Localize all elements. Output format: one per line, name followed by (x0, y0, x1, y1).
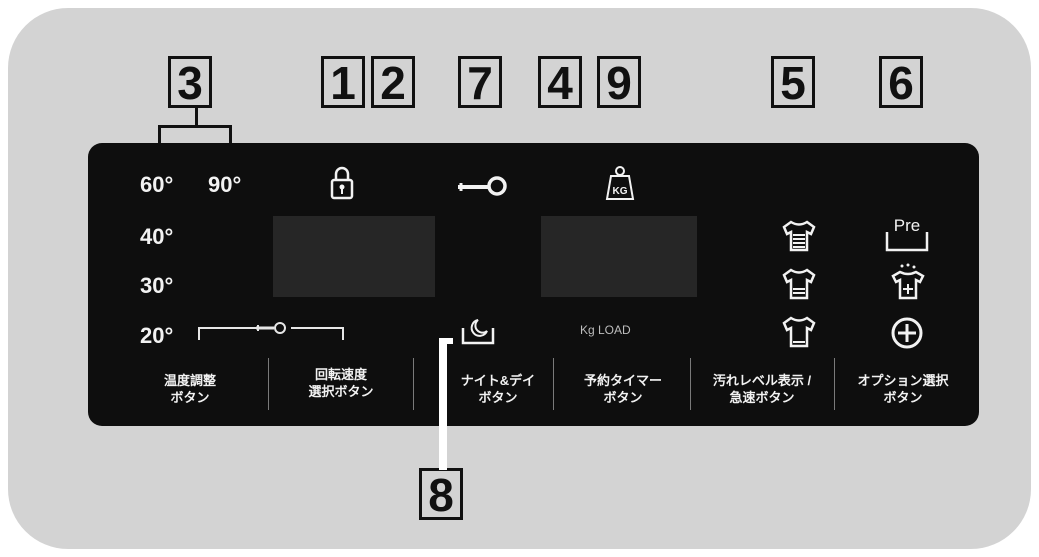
spin-button-line1: 回転速度 (314, 367, 367, 382)
callout-9: 9 (597, 56, 641, 108)
temp-90: 90° (208, 172, 242, 197)
callout-5: 5 (771, 56, 815, 108)
night-day-button-line2: ボタン (478, 390, 518, 405)
moon-basin-icon (461, 319, 495, 345)
kg-badge-text: KG (613, 186, 628, 197)
callout-3-bracket (158, 125, 232, 128)
soil-level-button[interactable]: 汚れレベル表示 / 急速ボタン (694, 372, 830, 406)
separator-2 (413, 358, 414, 410)
prewash-icon: Pre (885, 216, 929, 252)
callout-3-stem (195, 108, 198, 126)
callout-8-leader (439, 338, 447, 470)
night-day-button-line1: ナイト&デイ (460, 373, 536, 388)
separator-5 (834, 358, 835, 410)
separator-3 (553, 358, 554, 410)
option-button-line2: ボタン (883, 390, 923, 405)
callout-1: 1 (321, 56, 365, 108)
timer-button-line2: ボタン (603, 390, 643, 405)
kg-weight-icon: KG (605, 166, 635, 200)
shirt-medium-soil-icon (782, 268, 816, 300)
callout-6: 6 (879, 56, 923, 108)
temp-button[interactable]: 温度調整 ボタン (140, 372, 240, 406)
temp-20: 20° (140, 323, 174, 348)
shirt-light-soil-icon (782, 316, 816, 348)
callout-3: 3 (168, 56, 212, 108)
display-right (541, 216, 697, 297)
timer-button[interactable]: 予約タイマー ボタン (566, 372, 680, 406)
soil-level-button-line1: 汚れレベル表示 / (712, 373, 812, 388)
separator-1 (268, 358, 269, 410)
kg-load-label: Kg LOAD (580, 323, 631, 337)
temp-40: 40° (140, 224, 174, 249)
night-day-button[interactable]: ナイト&デイ ボタン (448, 372, 548, 406)
spin-button-line2: 選択ボタン (308, 384, 374, 399)
option-button[interactable]: オプション選択 ボタン (838, 372, 968, 406)
key-icon (458, 176, 507, 196)
temp-button-line2: ボタン (170, 390, 210, 405)
temp-60: 60° (140, 172, 174, 197)
callout-7: 7 (458, 56, 502, 108)
pre-text: Pre (894, 216, 920, 235)
temp-button-line1: 温度調整 (163, 373, 216, 388)
control-panel (88, 143, 979, 426)
callout-4: 4 (538, 56, 582, 108)
soil-level-button-line2: 急速ボタン (729, 390, 795, 405)
extra-rinse-icon (891, 263, 925, 300)
callout-2: 2 (371, 56, 415, 108)
temp-30: 30° (140, 273, 174, 298)
plus-circle-icon (891, 317, 923, 349)
shirt-heavy-soil-icon (782, 220, 816, 252)
callout-3-bracket-right (229, 125, 232, 143)
callout-3-bracket-left (158, 125, 161, 143)
option-button-line1: オプション選択 (857, 373, 949, 388)
lock-icon (330, 166, 354, 200)
spin-button[interactable]: 回転速度 選択ボタン (276, 366, 406, 400)
callout-8-leader-tip (439, 338, 453, 344)
callout-8: 8 (419, 468, 463, 520)
display-left (273, 216, 435, 297)
timer-button-line1: 予約タイマー (583, 373, 662, 388)
separator-4 (690, 358, 691, 410)
child-lock-bracket-icon (198, 322, 344, 340)
